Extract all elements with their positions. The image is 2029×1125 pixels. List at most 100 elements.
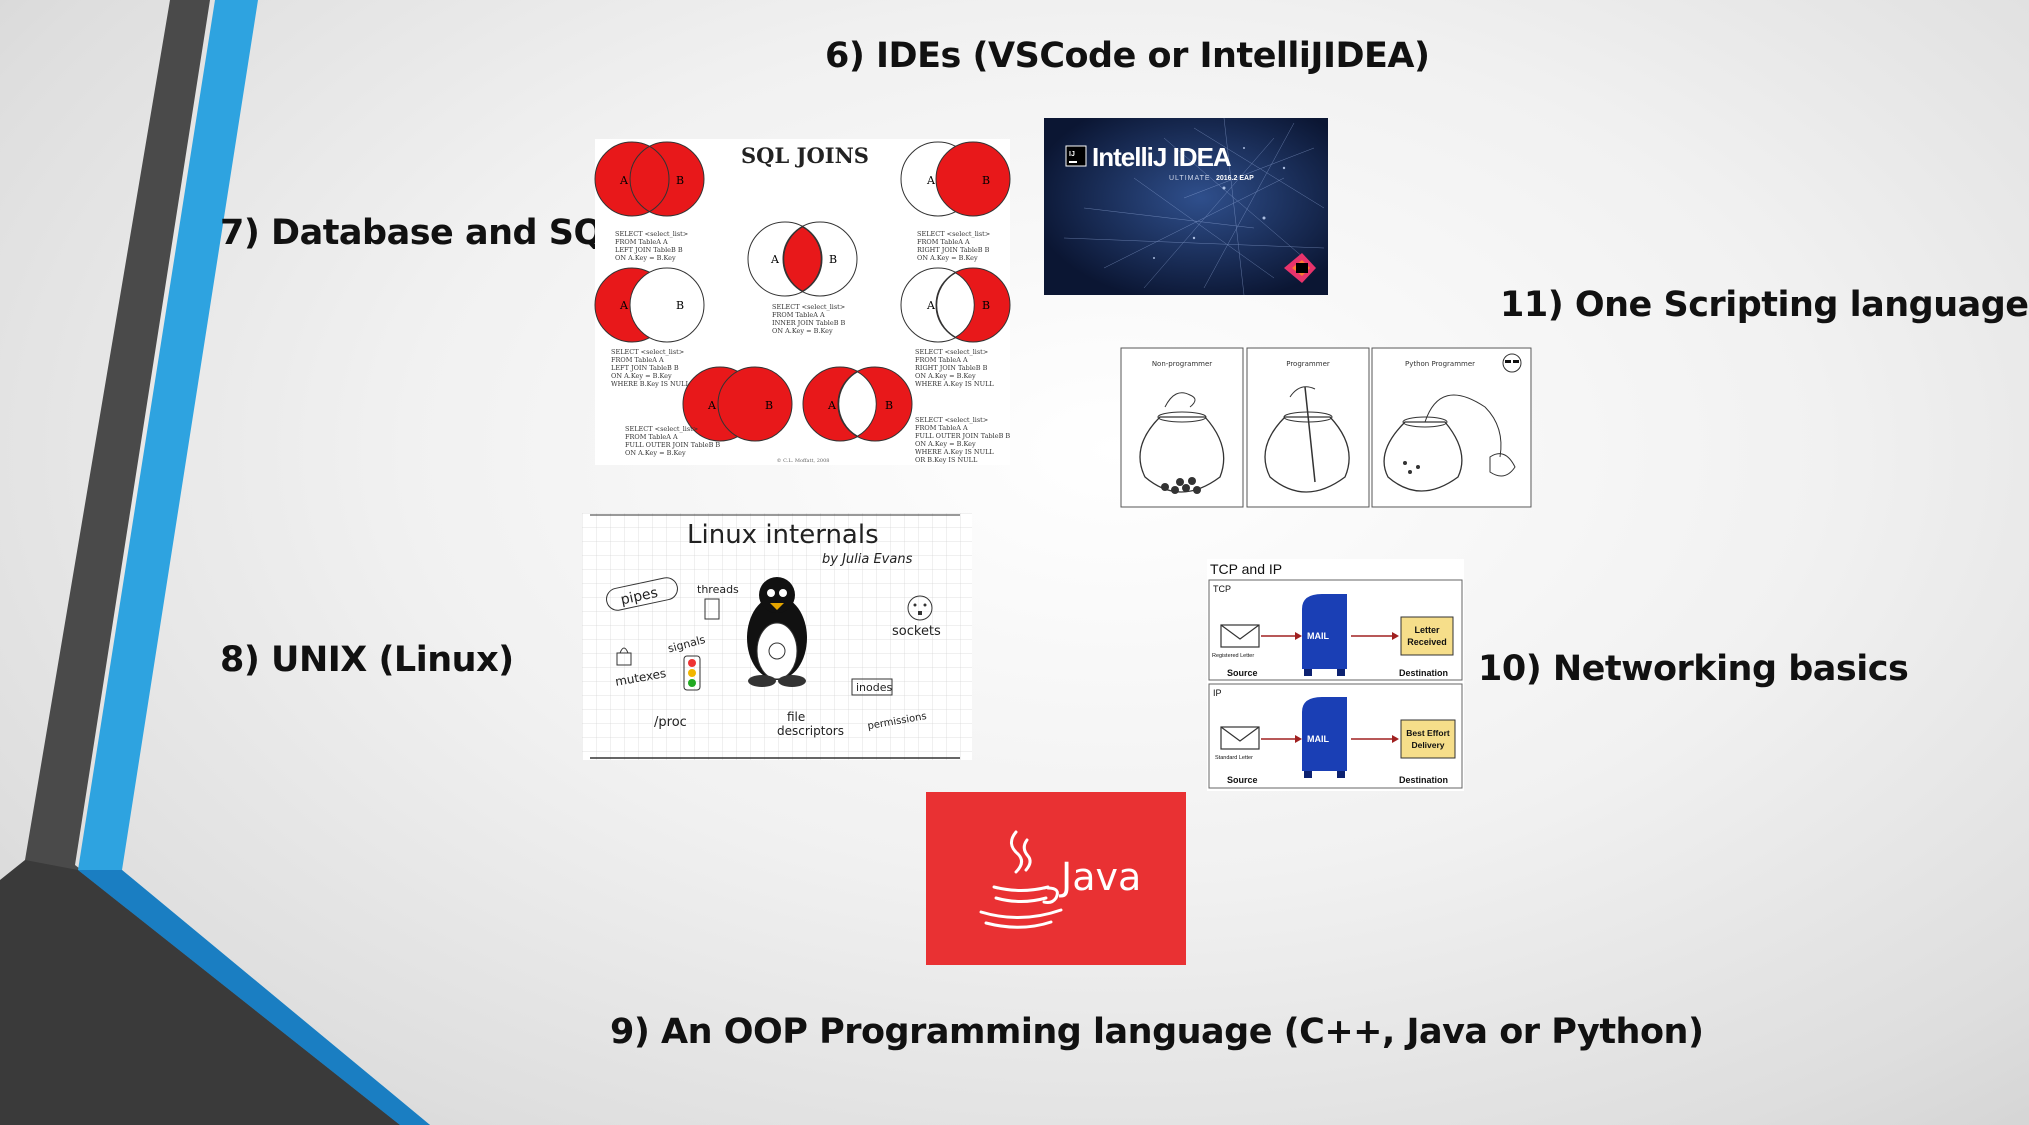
svg-text:MAIL: MAIL [1307, 734, 1329, 744]
svg-text:Best Effort: Best Effort [1406, 728, 1450, 738]
comic-panel-programmer: Programmer [1246, 347, 1370, 508]
svg-text:FULL OUTER JOIN TableB B: FULL OUTER JOIN TableB B [625, 441, 720, 449]
svg-text:FROM TableA A: FROM TableA A [611, 356, 664, 364]
svg-text:Source: Source [1227, 668, 1258, 678]
svg-text:Delivery: Delivery [1411, 740, 1444, 750]
svg-text:B: B [982, 174, 990, 187]
svg-text:SELECT <select_list>: SELECT <select_list> [915, 348, 988, 356]
sockets-icon [907, 595, 933, 621]
svg-text:B: B [765, 399, 773, 412]
svg-text:WHERE A.Key IS NULL: WHERE A.Key IS NULL [915, 448, 994, 456]
svg-text:FROM TableA A: FROM TableA A [625, 433, 678, 441]
svg-text:FROM TableA A: FROM TableA A [915, 424, 968, 432]
comic-panel-non-programmer: Non-programmer [1120, 347, 1244, 508]
tcpip-title: TCP and IP [1210, 561, 1282, 577]
svg-text:Standard Letter: Standard Letter [1215, 755, 1253, 761]
topic-database: 7) Database and SQL [220, 213, 625, 253]
java-logo: Java [926, 792, 1186, 965]
svg-text:MAIL: MAIL [1307, 631, 1329, 641]
svg-text:ON A.Key = B.Key: ON A.Key = B.Key [915, 372, 976, 380]
svg-text:SELECT <select_list>: SELECT <select_list> [611, 348, 684, 356]
linux-author: by Julia Evans [822, 552, 913, 567]
sunglasses-icon [1502, 353, 1522, 373]
svg-text:pipes: pipes [619, 585, 659, 608]
intellij-splash-image: IJ IntelliJ IDEA ULTIMATE 2016.2 EAP [1044, 117, 1328, 296]
svg-text:FROM TableA A: FROM TableA A [772, 311, 825, 319]
svg-text:threads: threads [697, 583, 739, 596]
mailbox-icon: MAIL [1302, 594, 1347, 676]
svg-text:Python Programmer: Python Programmer [1405, 360, 1475, 368]
svg-text:ON A.Key = B.Key: ON A.Key = B.Key [772, 327, 833, 335]
svg-text:A: A [827, 399, 837, 412]
svg-text:ON A.Key = B.Key: ON A.Key = B.Key [625, 449, 686, 457]
svg-text:B: B [885, 399, 893, 412]
traffic-light-icon [683, 655, 701, 691]
topic-oop: 9) An OOP Programming language (C++, Jav… [610, 1012, 1704, 1052]
svg-text:A: A [619, 174, 629, 187]
topic-unix: 8) UNIX (Linux) [220, 640, 514, 680]
code-left-exclusive: SELECT <select_list> FROM TableA A LEFT … [611, 348, 690, 388]
java-cup-icon [979, 830, 1063, 929]
svg-text:IP: IP [1213, 688, 1222, 698]
svg-text:OR B.Key IS NULL: OR B.Key IS NULL [915, 456, 978, 464]
tcp-panel: TCP Registered Letter MAIL Letter Receiv… [1208, 579, 1463, 681]
code-left-join: SELECT <select_list> FROM TableA A LEFT … [615, 230, 688, 262]
sql-joins-title: SQL JOINS [741, 143, 869, 168]
java-wordmark: Java [1059, 855, 1141, 899]
svg-text:ON A.Key = B.Key: ON A.Key = B.Key [611, 372, 672, 380]
code-full-exclusive: SELECT <select_list> FROM TableA A FULL … [915, 416, 1010, 464]
envelope-icon [1220, 624, 1260, 648]
svg-text:SELECT <select_list>: SELECT <select_list> [915, 416, 988, 424]
lock-icon [616, 647, 632, 666]
svg-text:A: A [770, 253, 780, 266]
network-pattern [1063, 117, 1325, 296]
svg-text:A: A [926, 174, 936, 187]
svg-text:A: A [707, 399, 717, 412]
code-full-outer: SELECT <select_list> FROM TableA A FULL … [625, 425, 720, 457]
svg-text:ON A.Key = B.Key: ON A.Key = B.Key [915, 440, 976, 448]
inodes-label: inodes [851, 678, 893, 696]
svg-text:A: A [926, 299, 936, 312]
svg-text:RIGHT JOIN TableB B: RIGHT JOIN TableB B [917, 246, 990, 254]
svg-text:SELECT <select_list>: SELECT <select_list> [917, 230, 990, 238]
svg-text:descriptors: descriptors [777, 724, 844, 738]
topic-scripting: 11) One Scripting language [1500, 285, 2029, 325]
svg-text:Non-programmer: Non-programmer [1152, 360, 1212, 368]
jetbrains-logo [1284, 253, 1316, 283]
svg-text:ON A.Key = B.Key: ON A.Key = B.Key [917, 254, 978, 262]
intellij-version: 2016.2 EAP [1216, 175, 1254, 182]
mailbox-icon: MAIL [1302, 697, 1347, 778]
svg-text:ON A.Key = B.Key: ON A.Key = B.Key [615, 254, 676, 262]
svg-text:FROM TableA A: FROM TableA A [615, 238, 668, 246]
svg-text:WHERE B.Key IS NULL: WHERE B.Key IS NULL [611, 380, 690, 388]
code-right-exclusive: SELECT <select_list> FROM TableA A RIGHT… [915, 348, 994, 388]
svg-text:B: B [829, 253, 837, 266]
intellij-name: IntelliJ IDEA [1092, 142, 1232, 172]
topic-networking: 10) Networking basics [1478, 649, 1909, 689]
svg-text:Destination: Destination [1399, 775, 1448, 785]
linux-title: Linux internals [687, 520, 879, 550]
svg-text:Destination: Destination [1399, 668, 1448, 678]
svg-text:B: B [982, 299, 990, 312]
envelope-icon [1220, 726, 1260, 750]
svg-text:Programmer: Programmer [1286, 360, 1330, 368]
svg-text:TCP: TCP [1213, 584, 1231, 594]
code-inner-join: SELECT <select_list> FROM TableA A INNER… [772, 303, 846, 335]
svg-text:file: file [787, 710, 805, 724]
svg-text:B: B [676, 174, 684, 187]
svg-text:B: B [676, 299, 684, 312]
svg-text:Received: Received [1407, 637, 1447, 647]
pipes-icon: pipes [606, 577, 678, 611]
svg-text:FROM TableA A: FROM TableA A [915, 356, 968, 364]
tcp-ip-diagram: TCP and IP TCP Registered Letter MAIL Le… [1207, 559, 1464, 791]
comic-panel-python-programmer: Python Programmer [1371, 347, 1532, 508]
svg-text:WHERE A.Key IS NULL: WHERE A.Key IS NULL [915, 380, 994, 388]
svg-text:FULL OUTER JOIN TableB B: FULL OUTER JOIN TableB B [915, 432, 1010, 440]
